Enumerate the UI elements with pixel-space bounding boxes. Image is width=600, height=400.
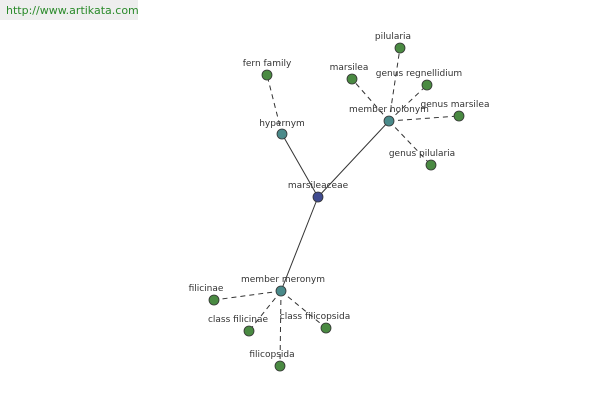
node-hypernym[interactable]: hypernym xyxy=(259,119,305,140)
node-genus-regnellidium[interactable]: genus regnellidium xyxy=(376,69,462,91)
node-dot-pilularia[interactable] xyxy=(394,42,406,54)
node-label-member-meronym[interactable]: member meronym xyxy=(241,275,325,285)
node-marsileaceae[interactable]: marsileaceae xyxy=(288,181,349,203)
node-genus-pilularia[interactable]: genus pilularia xyxy=(389,149,455,171)
node-label-class-filicopsida[interactable]: class filicopsida xyxy=(280,312,350,322)
node-label-genus-marsilea[interactable]: genus marsilea xyxy=(421,100,490,110)
node-dot-marsileaceae[interactable] xyxy=(312,191,324,203)
node-label-member-holonym[interactable]: member holonym xyxy=(349,105,429,115)
node-class-filicinae[interactable]: class filicinae xyxy=(208,315,269,337)
node-dot-marsilea[interactable] xyxy=(346,73,358,85)
node-dot-filicopsida[interactable] xyxy=(274,360,286,372)
node-marsilea[interactable]: marsilea xyxy=(330,63,369,85)
node-label-fern-family[interactable]: fern family xyxy=(243,59,292,69)
edge-marsileaceae-member-meronym xyxy=(280,196,319,292)
node-fern-family[interactable]: fern family xyxy=(243,59,292,81)
node-dot-class-filicopsida[interactable] xyxy=(320,322,332,334)
node-label-class-filicinae[interactable]: class filicinae xyxy=(208,315,269,325)
node-label-filicinae[interactable]: filicinae xyxy=(189,284,224,294)
edge-member-meronym-class-filicinae xyxy=(248,290,282,332)
edges-layer xyxy=(213,47,460,367)
node-dot-class-filicinae[interactable] xyxy=(243,325,255,337)
node-class-filicopsida[interactable]: class filicopsida xyxy=(280,312,350,334)
node-member-meronym[interactable]: member meronym xyxy=(241,275,325,297)
site-url-link[interactable]: http://www.artikata.com xyxy=(0,0,139,20)
node-genus-marsilea[interactable]: genus marsilea xyxy=(421,100,490,122)
edge-member-holonym-genus-marsilea xyxy=(388,115,460,122)
node-dot-member-meronym[interactable] xyxy=(275,285,287,297)
edge-member-meronym-filicopsida xyxy=(279,290,282,367)
node-label-marsileaceae[interactable]: marsileaceae xyxy=(288,181,349,191)
node-dot-hypernym[interactable] xyxy=(276,128,288,140)
node-filicopsida[interactable]: filicopsida xyxy=(249,350,295,372)
edge-member-holonym-genus-pilularia xyxy=(388,120,432,166)
nodes-layer: marsileaceae hypernym member holonym member… xyxy=(189,32,490,372)
edge-member-holonym-marsilea xyxy=(351,78,390,122)
node-pilularia[interactable]: pilularia xyxy=(375,32,411,54)
node-dot-filicinae[interactable] xyxy=(208,294,220,306)
node-label-genus-pilularia[interactable]: genus pilularia xyxy=(389,149,455,159)
node-label-hypernym[interactable]: hypernym xyxy=(259,119,305,129)
edge-member-meronym-class-filicopsida xyxy=(280,290,327,329)
edge-member-meronym-filicinae xyxy=(213,290,282,301)
edge-marsileaceae-hypernym xyxy=(281,133,319,198)
edge-marsileaceae-member-holonym xyxy=(317,120,390,198)
node-label-filicopsida[interactable]: filicopsida xyxy=(249,350,294,360)
node-dot-genus-marsilea[interactable] xyxy=(453,110,465,122)
node-member-holonym[interactable]: member holonym xyxy=(349,105,429,127)
node-dot-genus-regnellidium[interactable] xyxy=(421,79,433,91)
node-dot-fern-family[interactable] xyxy=(261,69,273,81)
node-filicinae[interactable]: filicinae xyxy=(189,284,224,306)
node-dot-genus-pilularia[interactable] xyxy=(425,159,437,171)
edge-member-holonym-pilularia xyxy=(388,47,401,122)
node-label-genus-regnellidium[interactable]: genus regnellidium xyxy=(376,69,462,79)
node-dot-member-holonym[interactable] xyxy=(383,115,395,127)
node-label-pilularia[interactable]: pilularia xyxy=(375,32,411,42)
edge-hypernym-fern-family xyxy=(266,74,283,135)
node-label-marsilea[interactable]: marsilea xyxy=(330,63,369,73)
